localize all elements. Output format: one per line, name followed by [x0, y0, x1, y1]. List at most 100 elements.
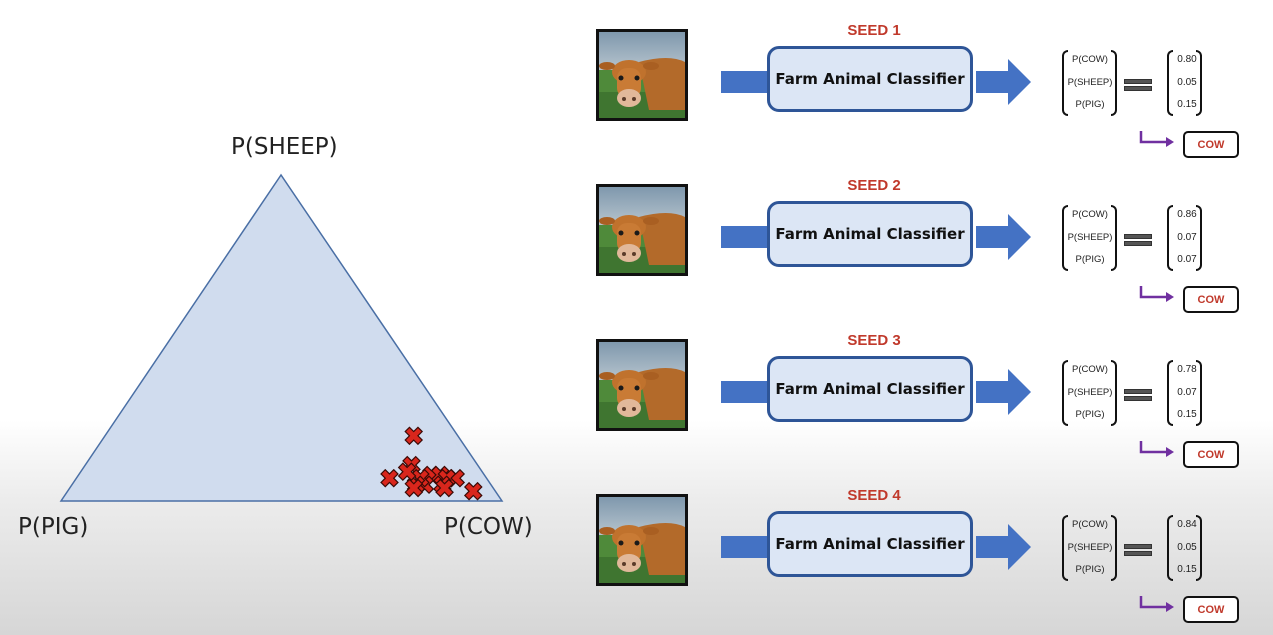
probability-labels: P(COW) P(SHEEP) P(PIG) — [1064, 513, 1116, 583]
equals-sign — [1124, 234, 1152, 246]
seed-title: SEED 1 — [847, 22, 901, 39]
equals-sign — [1124, 389, 1152, 401]
prob-label-sheep: P(SHEEP) — [1067, 387, 1113, 398]
prob-label-pig: P(PIG) — [1075, 564, 1105, 575]
right-bracket — [1196, 360, 1202, 426]
prob-value-cow: 0.78 — [1177, 364, 1197, 375]
prob-value-sheep: 0.05 — [1177, 542, 1197, 553]
result-arrow — [1139, 441, 1174, 457]
left-bracket — [1167, 50, 1173, 116]
prob-label-pig: P(PIG) — [1075, 99, 1105, 110]
prob-label-sheep: P(SHEEP) — [1067, 77, 1113, 88]
prediction-marker — [435, 478, 454, 498]
prob-label-pig: P(PIG) — [1075, 254, 1105, 265]
vertex-label-pig: P(PIG) — [18, 514, 89, 540]
classifier-label: Farm Animal Classifier — [775, 535, 965, 553]
classifier-box: Farm Animal Classifier — [767, 356, 973, 422]
output-arrow — [976, 59, 1031, 105]
seed-title: SEED 2 — [847, 177, 901, 194]
input-arrow — [721, 71, 771, 93]
prediction-marker — [380, 468, 399, 488]
prediction-marker — [404, 426, 424, 446]
cow-photo-icon — [599, 342, 685, 428]
prediction-result: COW — [1183, 286, 1239, 313]
prob-value-sheep: 0.07 — [1177, 232, 1197, 243]
simplex-triangle — [59, 173, 504, 502]
left-bracket — [1167, 515, 1173, 581]
prob-label-cow: P(COW) — [1072, 54, 1108, 65]
cow-photo-icon — [599, 32, 685, 118]
right-paren — [1111, 205, 1117, 271]
cow-photo-icon — [599, 497, 685, 583]
cow-image — [596, 29, 688, 121]
prob-label-sheep: P(SHEEP) — [1067, 232, 1113, 243]
result-arrow — [1139, 131, 1174, 147]
prob-value-pig: 0.07 — [1177, 254, 1197, 265]
result-arrow — [1139, 596, 1174, 612]
prob-label-cow: P(COW) — [1072, 519, 1108, 530]
prob-value-cow: 0.84 — [1177, 519, 1197, 530]
classifier-box: Farm Animal Classifier — [767, 511, 973, 577]
prob-label-pig: P(PIG) — [1075, 409, 1105, 420]
classifier-box: Farm Animal Classifier — [767, 201, 973, 267]
left-paren — [1062, 205, 1068, 271]
right-bracket — [1196, 50, 1202, 116]
output-arrow — [976, 369, 1031, 415]
input-arrow — [721, 536, 771, 558]
left-paren — [1062, 50, 1068, 116]
prob-value-cow: 0.86 — [1177, 209, 1197, 220]
vertex-label-sheep: P(SHEEP) — [231, 134, 338, 160]
prob-value-cow: 0.80 — [1177, 54, 1197, 65]
seed-title: SEED 4 — [847, 487, 901, 504]
prediction-result: COW — [1183, 441, 1239, 468]
cow-photo-icon — [599, 187, 685, 273]
prediction-marker — [397, 462, 417, 482]
seed-title: SEED 3 — [847, 332, 901, 349]
prob-value-pig: 0.15 — [1177, 564, 1197, 575]
classifier-label: Farm Animal Classifier — [775, 225, 965, 243]
probability-simplex — [59, 173, 504, 502]
right-paren — [1111, 360, 1117, 426]
output-arrow — [976, 214, 1031, 260]
prob-label-cow: P(COW) — [1072, 364, 1108, 375]
cow-image — [596, 184, 688, 276]
left-bracket — [1167, 360, 1173, 426]
probability-values: 0.84 0.05 0.15 — [1170, 513, 1204, 583]
classifier-label: Farm Animal Classifier — [775, 380, 965, 398]
probability-values: 0.86 0.07 0.07 — [1170, 203, 1204, 273]
prob-value-pig: 0.15 — [1177, 99, 1197, 110]
output-arrow — [976, 524, 1031, 570]
equals-sign — [1124, 544, 1152, 556]
probability-values: 0.80 0.05 0.15 — [1170, 48, 1204, 118]
left-bracket — [1167, 205, 1173, 271]
prob-label-sheep: P(SHEEP) — [1067, 542, 1113, 553]
prob-value-pig: 0.15 — [1177, 409, 1197, 420]
prediction-markers — [380, 426, 483, 501]
right-paren — [1111, 50, 1117, 116]
probability-labels: P(COW) P(SHEEP) P(PIG) — [1064, 203, 1116, 273]
right-bracket — [1196, 205, 1202, 271]
cow-image — [596, 339, 688, 431]
classifier-label: Farm Animal Classifier — [775, 70, 965, 88]
right-paren — [1111, 515, 1117, 581]
right-bracket — [1196, 515, 1202, 581]
prediction-marker — [404, 478, 424, 498]
probability-labels: P(COW) P(SHEEP) P(PIG) — [1064, 358, 1116, 428]
prediction-result: COW — [1183, 131, 1239, 158]
vertex-label-cow: P(COW) — [444, 514, 533, 540]
probability-values: 0.78 0.07 0.15 — [1170, 358, 1204, 428]
prob-value-sheep: 0.07 — [1177, 387, 1197, 398]
prediction-result: COW — [1183, 596, 1239, 623]
left-paren — [1062, 515, 1068, 581]
prediction-marker — [463, 481, 483, 501]
prob-label-cow: P(COW) — [1072, 209, 1108, 220]
input-arrow — [721, 381, 771, 403]
left-paren — [1062, 360, 1068, 426]
input-arrow — [721, 226, 771, 248]
probability-labels: P(COW) P(SHEEP) P(PIG) — [1064, 48, 1116, 118]
prob-value-sheep: 0.05 — [1177, 77, 1197, 88]
result-arrow — [1139, 286, 1174, 302]
classifier-box: Farm Animal Classifier — [767, 46, 973, 112]
equals-sign — [1124, 79, 1152, 91]
cow-image — [596, 494, 688, 586]
